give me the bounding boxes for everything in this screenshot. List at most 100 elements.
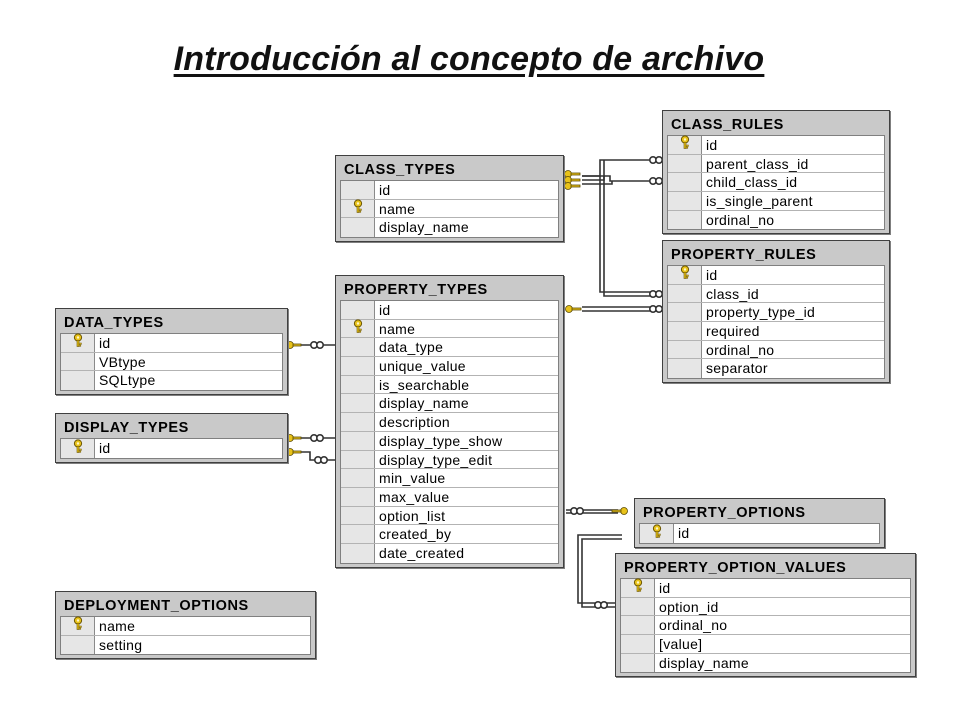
column-row[interactable]: min_value (341, 469, 558, 488)
row-selector[interactable] (621, 635, 655, 653)
column-row[interactable]: id (341, 301, 558, 320)
column-row[interactable]: id (668, 135, 884, 155)
table-title: PROPERTY_OPTION_VALUES (624, 560, 847, 576)
row-selector[interactable] (341, 375, 375, 394)
column-row[interactable]: is_searchable (341, 375, 558, 395)
row-selector[interactable] (668, 303, 702, 322)
column-row[interactable]: setting (61, 635, 310, 655)
column-row[interactable]: date_created (341, 543, 558, 563)
key-end-icon (564, 182, 581, 190)
table-title: DISPLAY_TYPES (64, 420, 189, 436)
column-name: ordinal_no (706, 341, 775, 358)
row-selector[interactable] (341, 218, 375, 238)
column-row[interactable]: VBtype (61, 352, 282, 372)
row-selector[interactable] (668, 135, 702, 154)
row-selector[interactable] (668, 154, 702, 173)
row-selector[interactable] (668, 192, 702, 210)
column-row[interactable]: display_type_edit (341, 450, 558, 470)
row-selector[interactable] (668, 340, 702, 359)
row-selector[interactable] (621, 616, 655, 635)
row-selector[interactable] (341, 357, 375, 375)
column-row[interactable]: display_name (341, 394, 558, 414)
column-row[interactable]: class_id (668, 284, 884, 304)
row-selector[interactable] (668, 322, 702, 340)
row-selector[interactable] (668, 359, 702, 379)
row-selector[interactable] (341, 199, 375, 218)
column-row[interactable]: id (621, 578, 910, 598)
row-selector[interactable] (341, 338, 375, 357)
column-row[interactable]: display_type_show (341, 431, 558, 451)
column-row[interactable]: [value] (621, 635, 910, 654)
column-row[interactable]: is_single_parent (668, 192, 884, 211)
row-selector[interactable] (621, 597, 655, 616)
row-selector[interactable] (668, 173, 702, 192)
column-row[interactable]: child_class_id (668, 173, 884, 193)
column-row[interactable]: SQLtype (61, 371, 282, 391)
column-row[interactable]: id (668, 265, 884, 285)
column-row[interactable]: ordinal_no (621, 616, 910, 636)
row-selector[interactable] (621, 578, 655, 597)
row-selector[interactable] (341, 469, 375, 487)
column-row[interactable]: parent_class_id (668, 154, 884, 174)
row-selector[interactable] (341, 525, 375, 543)
column-row[interactable]: required (668, 322, 884, 341)
row-selector[interactable] (341, 506, 375, 525)
column-list: id (639, 523, 880, 544)
row-selector[interactable] (61, 371, 95, 391)
table-display-types[interactable]: DISPLAY_TYPES id (55, 413, 288, 463)
column-name: id (99, 335, 111, 351)
column-row[interactable]: name (61, 616, 310, 636)
column-row[interactable]: id (61, 439, 282, 458)
row-selector[interactable] (621, 653, 655, 673)
table-property-options[interactable]: PROPERTY_OPTIONS id (634, 498, 885, 548)
column-row[interactable]: display_name (621, 653, 910, 673)
column-row[interactable]: id (341, 181, 558, 200)
column-row[interactable]: ordinal_no (668, 340, 884, 360)
column-row[interactable]: id (640, 524, 879, 543)
column-row[interactable]: ordinal_no (668, 210, 884, 230)
row-selector[interactable] (341, 450, 375, 469)
key-icon (679, 135, 691, 154)
row-selector[interactable] (61, 439, 95, 458)
row-selector[interactable] (341, 319, 375, 338)
row-selector[interactable] (341, 394, 375, 413)
row-selector[interactable] (61, 616, 95, 635)
column-row[interactable]: option_id (621, 597, 910, 617)
row-selector[interactable] (668, 265, 702, 284)
row-selector[interactable] (341, 301, 375, 319)
column-row[interactable]: id (61, 333, 282, 353)
column-row[interactable]: separator (668, 359, 884, 379)
column-row[interactable]: name (341, 319, 558, 339)
row-selector[interactable] (640, 524, 674, 543)
key-end-icons (286, 170, 628, 515)
row-selector[interactable] (668, 284, 702, 303)
row-selector[interactable] (341, 431, 375, 450)
column-row[interactable]: option_list (341, 506, 558, 526)
column-row[interactable]: created_by (341, 525, 558, 544)
column-row[interactable]: property_type_id (668, 303, 884, 323)
row-selector[interactable] (61, 635, 95, 655)
row-selector[interactable] (341, 413, 375, 431)
row-selector[interactable] (341, 487, 375, 506)
column-row[interactable]: display_name (341, 218, 558, 238)
row-selector[interactable] (61, 333, 95, 352)
column-row[interactable]: unique_value (341, 357, 558, 376)
column-name: id (99, 440, 111, 456)
column-row[interactable]: description (341, 413, 558, 432)
row-selector[interactable] (668, 210, 702, 230)
row-selector[interactable] (341, 181, 375, 199)
column-row[interactable]: name (341, 199, 558, 219)
row-selector[interactable] (341, 543, 375, 563)
row-selector[interactable] (61, 352, 95, 371)
column-name: setting (99, 636, 143, 653)
column-row[interactable]: data_type (341, 338, 558, 358)
key-end-icon (564, 176, 581, 184)
column-row[interactable]: max_value (341, 487, 558, 507)
